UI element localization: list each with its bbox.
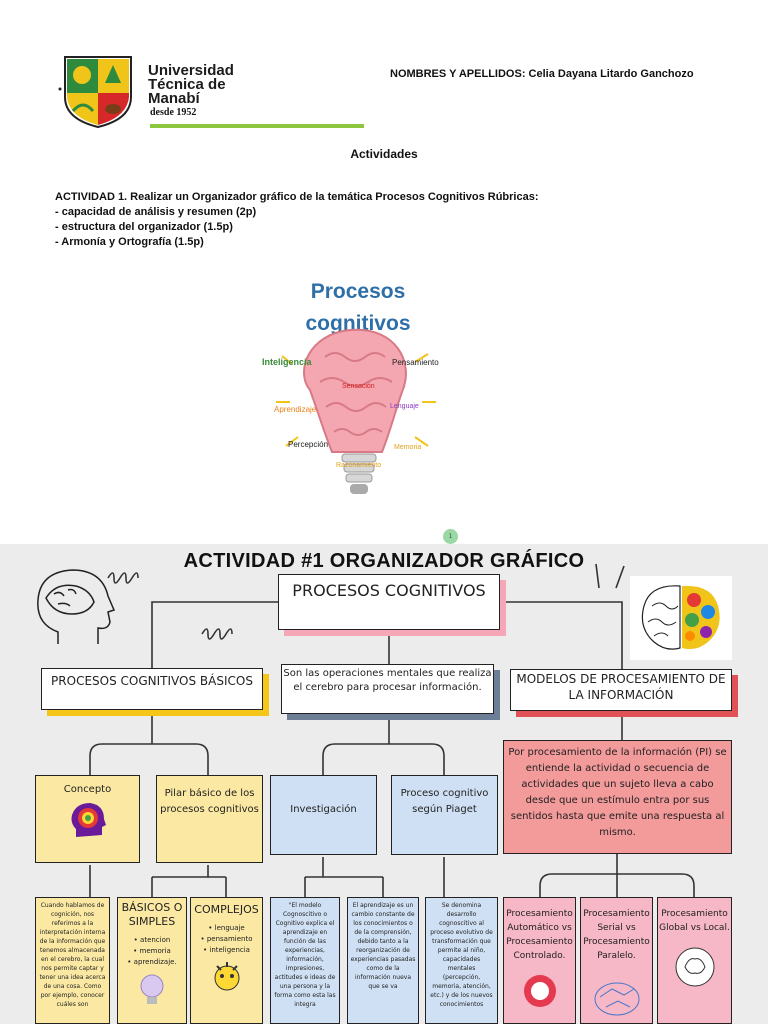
cognition-text: Cuando hablamos de cognición, nos referi…	[35, 897, 110, 1024]
pillar-node: Pilar básico de los procesos cognitivos	[156, 775, 263, 863]
models-node: MODELOS DE PROCESAMIENTO DE LA INFORMACI…	[510, 669, 732, 711]
gear-head-icon	[214, 962, 239, 991]
brain-icon	[523, 975, 556, 1007]
university-logo	[58, 56, 132, 129]
list-item: atencion	[118, 935, 186, 946]
complex-node: COMPLEJOS lenguaje pensamiento inteligen…	[190, 897, 263, 1024]
label-lenguaje: Lenguaje	[390, 403, 419, 410]
bulb-title-1: Procesos	[311, 280, 406, 303]
activity-line: - capacidad de análisis y resumen (2p)	[55, 206, 257, 218]
complex-list: lenguaje pensamiento inteligencia	[191, 923, 262, 956]
thermal-head-icon	[71, 803, 106, 837]
university-line: Manabí	[148, 90, 200, 107]
university-line: Universidad	[148, 62, 234, 79]
activity-line: - Armonía y Ortografía (1.5p)	[55, 236, 204, 248]
learning-text: El aprendizaje es un cambio constante de…	[347, 897, 419, 1024]
page-number-badge: 1	[443, 529, 458, 544]
cognitive-model-text: "El modelo Cognoscitivo o Cognitivo expl…	[270, 897, 340, 1024]
piaget-text: Se denomina desarrollo cognoscitivo al p…	[425, 897, 498, 1024]
basic-simple-title: BÁSICOS O SIMPLES	[121, 901, 183, 928]
student-name: NOMBRES Y APELLIDOS: Celia Dayana Litard…	[390, 68, 694, 80]
brain-icon	[302, 328, 407, 453]
head-brain-icon	[37, 569, 116, 644]
section-title: Actividades	[350, 147, 418, 161]
processing-type-label: Procesamiento Automático vs Procesamient…	[506, 909, 573, 961]
label-pensamiento: Pensamiento	[392, 358, 439, 367]
information-processing-definition: Por procesamiento de la información (PI)…	[503, 740, 732, 854]
processing-type-node: Procesamiento Automático vs Procesamient…	[503, 897, 576, 1024]
label-memoria: Memoria	[394, 444, 421, 451]
label-inteligencia: Inteligencia	[262, 357, 313, 367]
processing-type-node: Procesamiento Global vs Local.	[657, 897, 732, 1024]
main-concept-node: PROCESOS COGNITIVOS	[278, 574, 500, 630]
concept-label: Concepto	[63, 784, 112, 795]
label-razonamiento: Razonamiento	[336, 462, 381, 469]
brain-bulb-illustration: Procesos cognitivos Inteligencia Pensami…	[262, 280, 439, 494]
university-name: Universidad Técnica de Manabí	[148, 62, 234, 107]
brain-outline-icon	[675, 947, 714, 987]
activity-instructions: ACTIVIDAD 1. Realizar un Organizador grá…	[55, 190, 539, 250]
organizer-title: ACTIVIDAD #1 ORGANIZADOR GRÁFICO	[183, 550, 585, 572]
label-percepcion: Percepción	[288, 440, 328, 449]
list-item: lenguaje	[191, 923, 262, 934]
university-founded: desde 1952	[150, 107, 197, 118]
list-item: memoria	[118, 946, 186, 957]
network-brain-icon	[594, 982, 639, 1016]
concept-node: Concepto	[35, 775, 140, 863]
bulb-title-2: cognitivos	[305, 312, 410, 335]
list-item: pensamiento	[191, 934, 262, 945]
processing-type-label: Procesamiento Global vs Local.	[659, 909, 730, 933]
list-item: inteligencia	[191, 945, 262, 956]
piaget-node: Proceso cognitivo según Piaget	[391, 775, 498, 855]
header-rule	[150, 124, 364, 128]
activity-line: - estructura del organizador (1.5p)	[55, 221, 233, 233]
definition-node: Son las operaciones mentales que realiza…	[281, 664, 494, 714]
basic-simple-node: BÁSICOS O SIMPLES atencion memoria apren…	[117, 897, 187, 1024]
label-sensacion: Sensación	[342, 383, 375, 390]
colorful-brain-icon	[630, 576, 732, 660]
university-line: Técnica de	[148, 76, 226, 93]
complex-title: COMPLEJOS	[194, 903, 259, 916]
connector-lines	[89, 563, 695, 897]
basic-processes-node: PROCESOS COGNITIVOS BÁSICOS	[41, 668, 263, 710]
basic-simple-list: atencion memoria aprendizaje.	[118, 935, 186, 968]
processing-type-label: Procesamiento Serial vs Procesamiento Pa…	[583, 909, 650, 961]
organizer-panel: ACTIVIDAD #1 ORGANIZADOR GRÁFICO PROCESO…	[0, 544, 768, 1024]
label-aprendizaje: Aprendizaje	[274, 405, 317, 414]
processing-type-node: Procesamiento Serial vs Procesamiento Pa…	[580, 897, 653, 1024]
bulb-base-icon	[341, 453, 377, 494]
research-node: Investigación	[270, 775, 377, 855]
list-item: aprendizaje.	[118, 957, 186, 968]
lightbulb-icon	[140, 974, 164, 1004]
activity-line: ACTIVIDAD 1. Realizar un Organizador grá…	[55, 191, 539, 203]
